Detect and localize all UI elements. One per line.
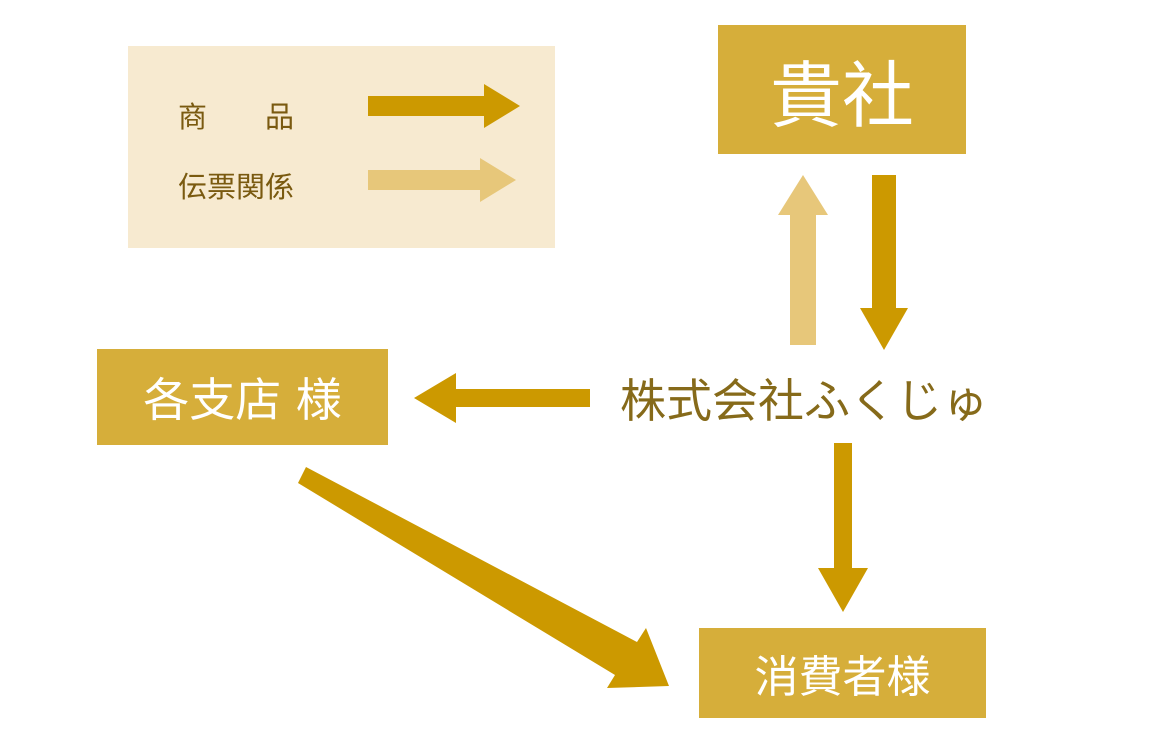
node-branches: 各支店 様 — [97, 349, 388, 445]
node-fukuju: 株式会社ふくじゅ — [620, 362, 988, 434]
node-consumers: 消費者様 — [699, 628, 986, 718]
legend-slips-label: 伝票関係 — [178, 170, 295, 204]
node-your-company-label: 貴社 — [769, 54, 914, 138]
arrow-slips-to-company — [778, 175, 828, 345]
legend-box — [128, 46, 555, 248]
node-branches-label: 各支店 様 — [143, 373, 342, 427]
legend-goods-label: 商 品 — [178, 100, 295, 134]
node-fukuju-label: 株式会社ふくじゅ — [620, 374, 988, 428]
arrow-branches-to-consumers — [298, 467, 669, 688]
arrow-fukuju-to-branches — [414, 373, 590, 423]
arrow-company-to-fukuju — [860, 175, 908, 350]
node-your-company: 貴社 — [718, 25, 966, 154]
arrow-fukuju-to-consumers — [818, 443, 868, 612]
node-consumers-label: 消費者様 — [754, 652, 931, 703]
